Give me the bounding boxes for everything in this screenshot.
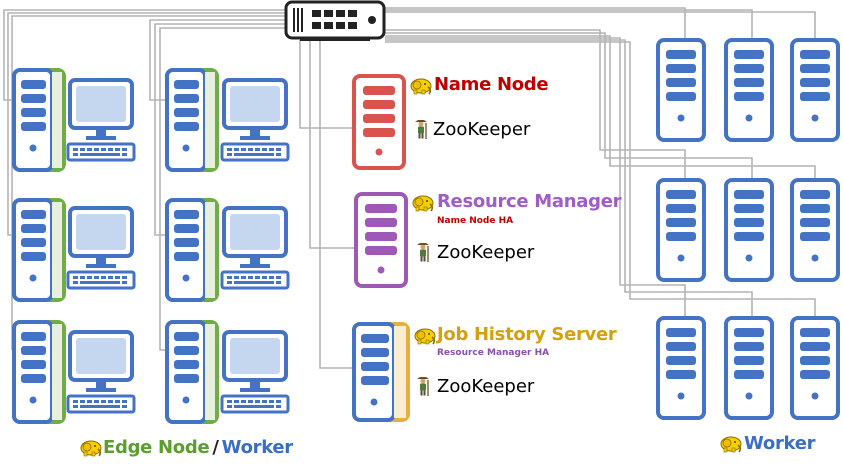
network-switch-icon (284, 0, 386, 41)
edge-node (12, 320, 66, 424)
edge-node (165, 68, 219, 172)
resource-manager-server-icon (354, 192, 408, 288)
edge-worker-separator: / (212, 437, 219, 458)
resource-manager-label: Resource Manager (437, 191, 622, 212)
job-history-server-subtitle: Resource Manager HA (437, 348, 550, 358)
edge-node-group-label: Edge Node/Worker (103, 439, 293, 457)
zookeeper-keeper-icon (416, 376, 430, 397)
workstation-icon (220, 78, 290, 162)
hadoop-elephant-icon (410, 78, 432, 95)
worker-group-label: Worker (744, 433, 816, 454)
edge-worker-label: Worker (221, 437, 294, 458)
job-history-server-label: Job History Server (437, 324, 617, 345)
workstation-icon (220, 206, 290, 290)
worker-server-icon (656, 38, 706, 142)
workstation-icon (66, 78, 136, 162)
workstation-icon (220, 330, 290, 414)
resource-manager-zookeeper-label: ZooKeeper (437, 242, 535, 263)
zookeeper-keeper-icon (414, 119, 428, 140)
job-history-zookeeper-label: ZooKeeper (437, 376, 535, 397)
worker-node-group (656, 38, 840, 420)
hadoop-elephant-icon (412, 195, 434, 212)
edge-node (165, 320, 219, 424)
worker-server-icon (656, 316, 706, 420)
zookeeper-keeper-icon (416, 242, 430, 263)
name-node-label: Name Node (434, 74, 549, 95)
hadoop-elephant-icon (720, 436, 742, 453)
job-history-server-icon (352, 322, 410, 422)
name-node-server-icon (352, 74, 406, 170)
edge-node-label: Edge Node (103, 437, 210, 458)
worker-server-icon (790, 178, 840, 282)
edge-node (12, 198, 66, 302)
edge-node-group (12, 68, 290, 424)
hadoop-elephant-icon (414, 328, 436, 345)
name-node-zookeeper-label: ZooKeeper (433, 119, 531, 140)
network-cables (3, 7, 816, 369)
worker-server-icon (790, 38, 840, 142)
workstation-icon (66, 206, 136, 290)
worker-server-icon (790, 316, 840, 420)
resource-manager-subtitle: Name Node HA (437, 216, 514, 226)
worker-server-icon (724, 38, 774, 142)
worker-server-icon (656, 178, 706, 282)
worker-server-icon (724, 178, 774, 282)
workstation-icon (66, 330, 136, 414)
worker-server-icon (724, 316, 774, 420)
edge-node (165, 198, 219, 302)
edge-node (12, 68, 66, 172)
hadoop-elephant-icon (80, 440, 102, 457)
